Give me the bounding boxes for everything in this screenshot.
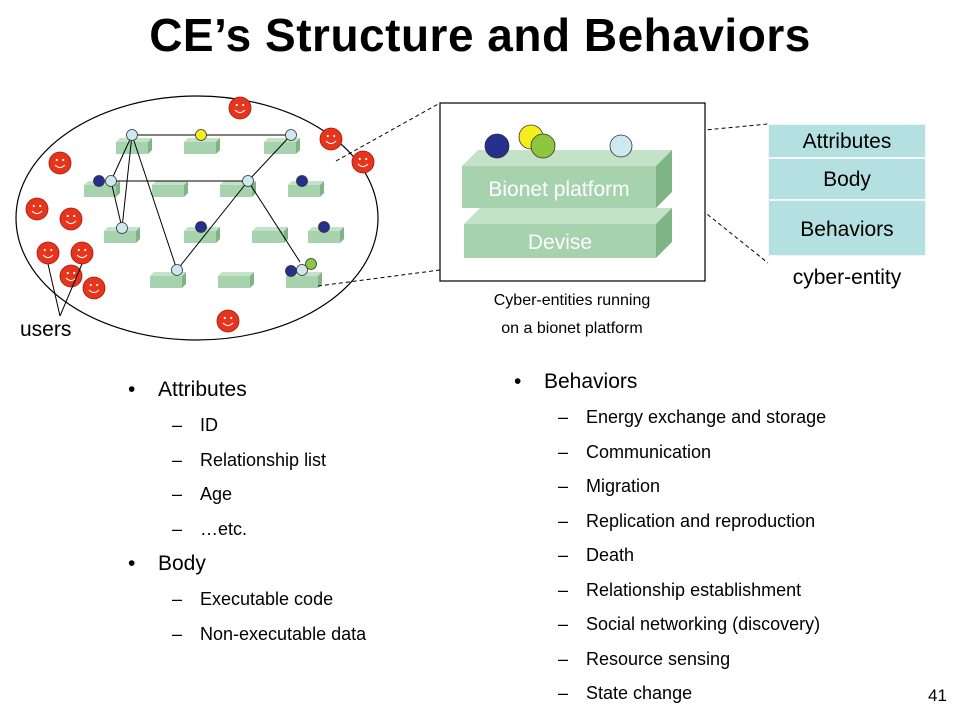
cyber-entity-label: cyber-entity [793, 266, 902, 289]
platform-caption-line1: Cyber-entities running [494, 292, 651, 309]
cyber-entity-structure [767, 123, 927, 257]
body-item: Non-executable data [118, 617, 366, 652]
devise-layer [464, 208, 672, 258]
relationship-lines [110, 134, 301, 271]
behavior-item: Relationship establishment [504, 573, 826, 608]
behaviors-box [767, 199, 927, 257]
users-label: users [20, 318, 71, 341]
platform-entities [484, 124, 633, 159]
behavior-item: Resource sensing [504, 642, 826, 677]
body-heading: Body [118, 546, 366, 582]
behaviors-heading: Behaviors [504, 364, 826, 400]
attribute-item: Relationship list [118, 443, 366, 478]
behavior-item: Death [504, 538, 826, 573]
behavior-item: Replication and reproduction [504, 504, 826, 539]
body-item: Executable code [118, 582, 366, 617]
behavior-item: Social networking (discovery) [504, 607, 826, 642]
behavior-item: Energy exchange and storage [504, 400, 826, 435]
bionet-platform-label: Bionet platform [488, 178, 629, 201]
attributes-body-list: Attributes ID Relationship list Age …etc… [118, 372, 366, 651]
behaviors-list: Behaviors Energy exchange and storage Co… [504, 364, 826, 711]
behaviors-box-label: Behaviors [800, 218, 893, 241]
behavior-item: Communication [504, 435, 826, 470]
attributes-box [767, 123, 927, 159]
attribute-item: ID [118, 408, 366, 443]
users-pointer-lines [47, 263, 83, 317]
cyber-entity-nodes [93, 129, 330, 277]
page-number: 41 [928, 686, 947, 705]
attributes-box-label: Attributes [803, 130, 892, 153]
slide-title: CE’s Structure and Behaviors [149, 9, 811, 61]
platform-caption-line2: on a bionet platform [501, 320, 642, 337]
attribute-item: …etc. [118, 512, 366, 547]
behavior-item: State change [504, 676, 826, 711]
attribute-item: Age [118, 477, 366, 512]
body-box [767, 157, 927, 201]
body-box-label: Body [823, 168, 871, 191]
attributes-heading: Attributes [118, 372, 366, 408]
behavior-item: Migration [504, 469, 826, 504]
devise-label: Devise [528, 231, 592, 254]
